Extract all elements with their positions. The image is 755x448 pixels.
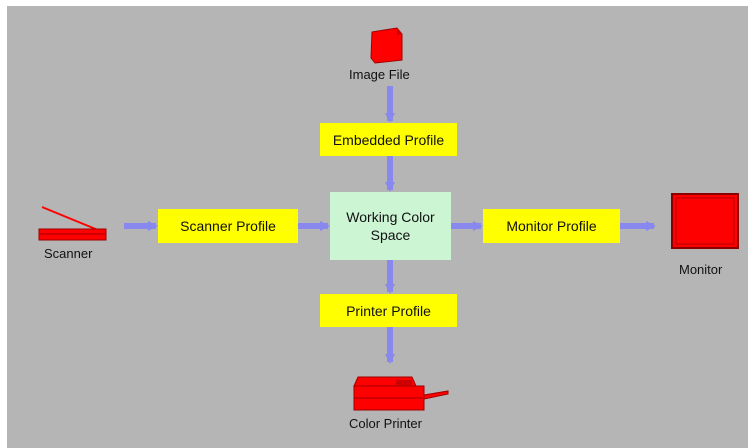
embedded-profile-box: Embedded Profile (320, 123, 457, 156)
color-printer-label: Color Printer (349, 416, 422, 431)
monitor-label: Monitor (679, 262, 723, 277)
scanner-profile-box: Scanner Profile (158, 209, 298, 243)
image-file-label: Image File (349, 67, 410, 82)
working-color-space-box: Working Color Space (330, 192, 451, 260)
monitor-profile-box: Monitor Profile (483, 209, 620, 243)
scanner-label: Scanner (44, 246, 93, 261)
printer-profile-box: Printer Profile (320, 294, 457, 327)
